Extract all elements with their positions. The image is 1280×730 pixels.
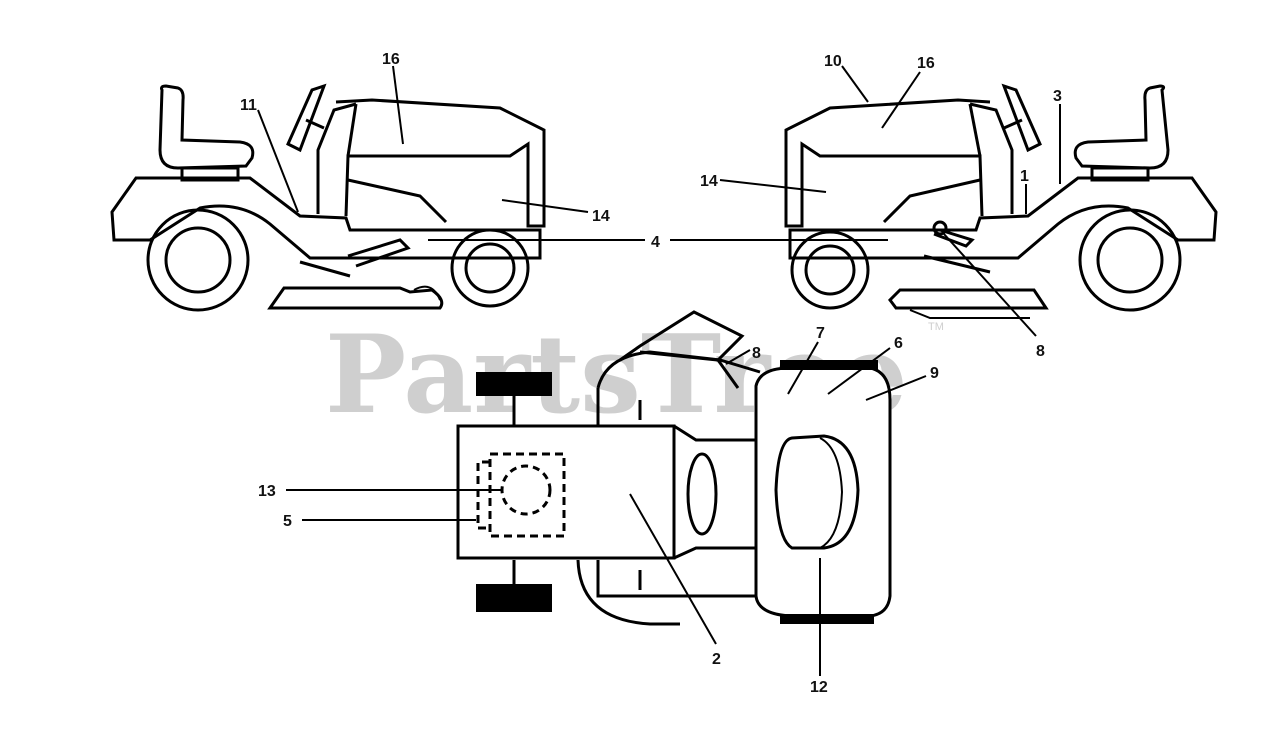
watermark-trademark: TM: [928, 321, 944, 333]
callout-14-right: 14: [700, 173, 718, 190]
callout-8-right: 8: [1036, 343, 1045, 360]
callout-10: 10: [824, 53, 842, 70]
callout-9: 9: [930, 365, 939, 382]
callout-14-left: 14: [592, 208, 610, 225]
callout-6: 6: [894, 335, 903, 352]
callout-2: 2: [712, 651, 721, 668]
callout-3: 3: [1053, 88, 1062, 105]
callout-4: 4: [651, 234, 660, 251]
callout-16-right: 16: [917, 55, 935, 72]
callout-11: 11: [240, 97, 257, 114]
tractor-left-side-view: [110, 83, 546, 312]
callout-16-left: 16: [382, 51, 400, 68]
callout-1: 1: [1020, 168, 1029, 185]
tractor-top-view: [456, 310, 892, 626]
leader-lines: [257, 65, 1061, 676]
rear-wheel-bottom: [476, 584, 552, 612]
callout-13: 13: [258, 483, 276, 500]
callout-5: 5: [283, 513, 292, 530]
callout-12: 12: [810, 679, 828, 696]
callout-numbers: 16 11 14 4 10 16 3 14 1 8 8 7 6 9 13 5 2…: [240, 51, 1062, 696]
rear-wheel-top: [476, 372, 552, 396]
tractor-right-side-view: [784, 83, 1218, 319]
callout-7: 7: [816, 325, 825, 342]
callout-8-top: 8: [752, 345, 761, 362]
